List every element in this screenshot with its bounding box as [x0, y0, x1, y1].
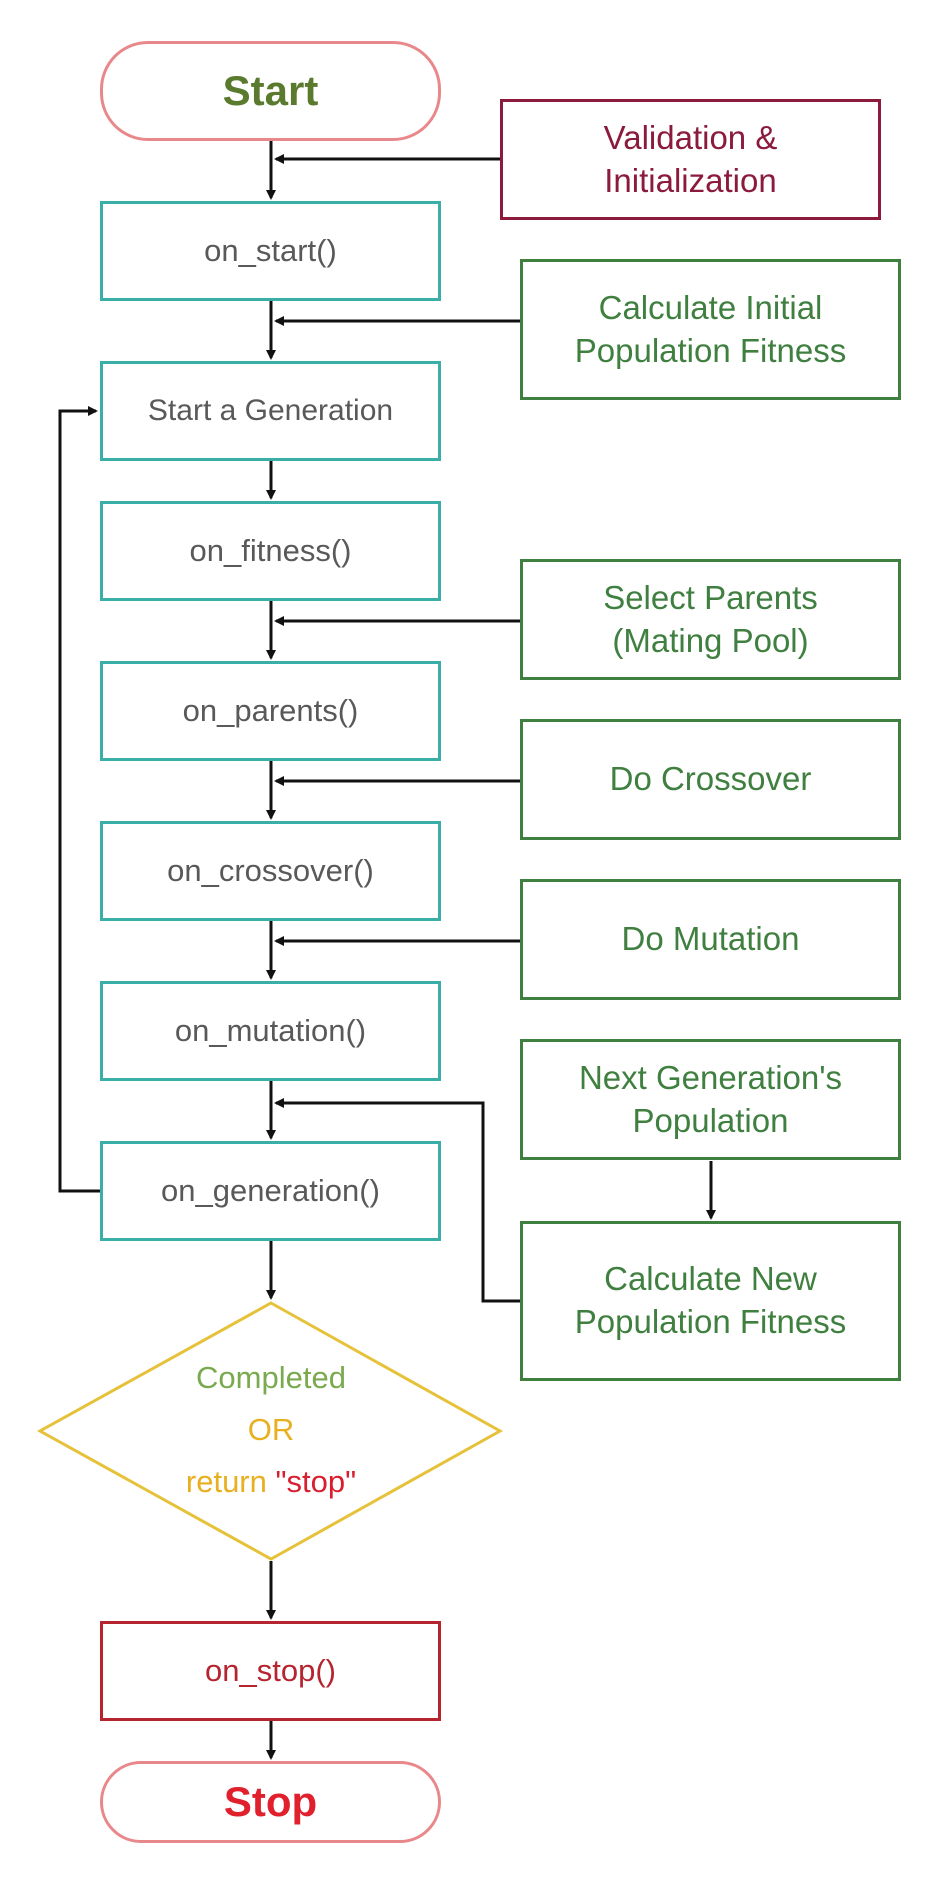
validation-line2: Initialization [604, 161, 777, 199]
decision-text: Completed OR return "stop" [120, 1352, 422, 1508]
on-mutation-box: on_mutation() [100, 981, 441, 1081]
validation-box: Validation & Initialization [500, 99, 881, 220]
start-label: Start [222, 67, 319, 114]
crossover-box: Do Crossover [520, 719, 901, 840]
validation-line1: Validation & [603, 118, 778, 156]
decision-stop-string: "stop" [275, 1464, 357, 1500]
select-parents-line1: Select Parents [603, 578, 818, 616]
decision-return-line: return "stop" [120, 1456, 422, 1508]
on-crossover-box: on_crossover() [100, 821, 441, 921]
decision-completed: Completed [196, 1360, 346, 1395]
arrow-new-fitness-in [274, 1098, 520, 1303]
on-fitness-box: on_fitness() [100, 501, 441, 601]
on-generation-box: on_generation() [100, 1141, 441, 1241]
initial-fitness-line1: Calculate Initial [598, 288, 823, 326]
decision-return-keyword: return [185, 1464, 267, 1500]
mutation-label: Do Mutation [621, 920, 800, 958]
stop-label: Stop [223, 1778, 318, 1825]
on-crossover-label: on_crossover() [167, 853, 374, 888]
select-parents-box: Select Parents (Mating Pool) [520, 559, 901, 680]
on-fitness-label: on_fitness() [189, 533, 352, 568]
next-population-line2: Population [632, 1101, 789, 1139]
select-parents-line2: (Mating Pool) [612, 621, 809, 659]
next-population-box: Next Generation's Population [520, 1039, 901, 1160]
crossover-label: Do Crossover [609, 760, 812, 798]
on-parents-label: on_parents() [182, 693, 359, 728]
next-population-line1: Next Generation's [578, 1058, 843, 1096]
on-start-label: on_start() [204, 233, 337, 268]
start-terminal: Start [100, 41, 441, 141]
start-generation-label: Start a Generation [147, 394, 394, 427]
on-parents-box: on_parents() [100, 661, 441, 761]
on-mutation-label: on_mutation() [174, 1013, 367, 1048]
new-fitness-line1: Calculate New [604, 1260, 817, 1298]
new-fitness-line2: Population Fitness [574, 1303, 847, 1340]
decision-diamond [36, 1301, 504, 1561]
start-generation-box: Start a Generation [100, 361, 441, 461]
on-generation-label: on_generation() [161, 1173, 380, 1208]
arrow-loop-back [58, 406, 100, 1193]
on-stop-box: on_stop() [100, 1621, 441, 1721]
initial-fitness-line2: Population Fitness [574, 331, 847, 369]
mutation-box: Do Mutation [520, 879, 901, 1000]
new-fitness-box: Calculate New Population Fitness [520, 1221, 901, 1381]
initial-fitness-box: Calculate Initial Population Fitness [520, 259, 901, 400]
on-start-box: on_start() [100, 201, 441, 301]
on-stop-label: on_stop() [205, 1653, 336, 1688]
stop-terminal: Stop [100, 1761, 441, 1843]
decision-or: OR [247, 1412, 295, 1448]
